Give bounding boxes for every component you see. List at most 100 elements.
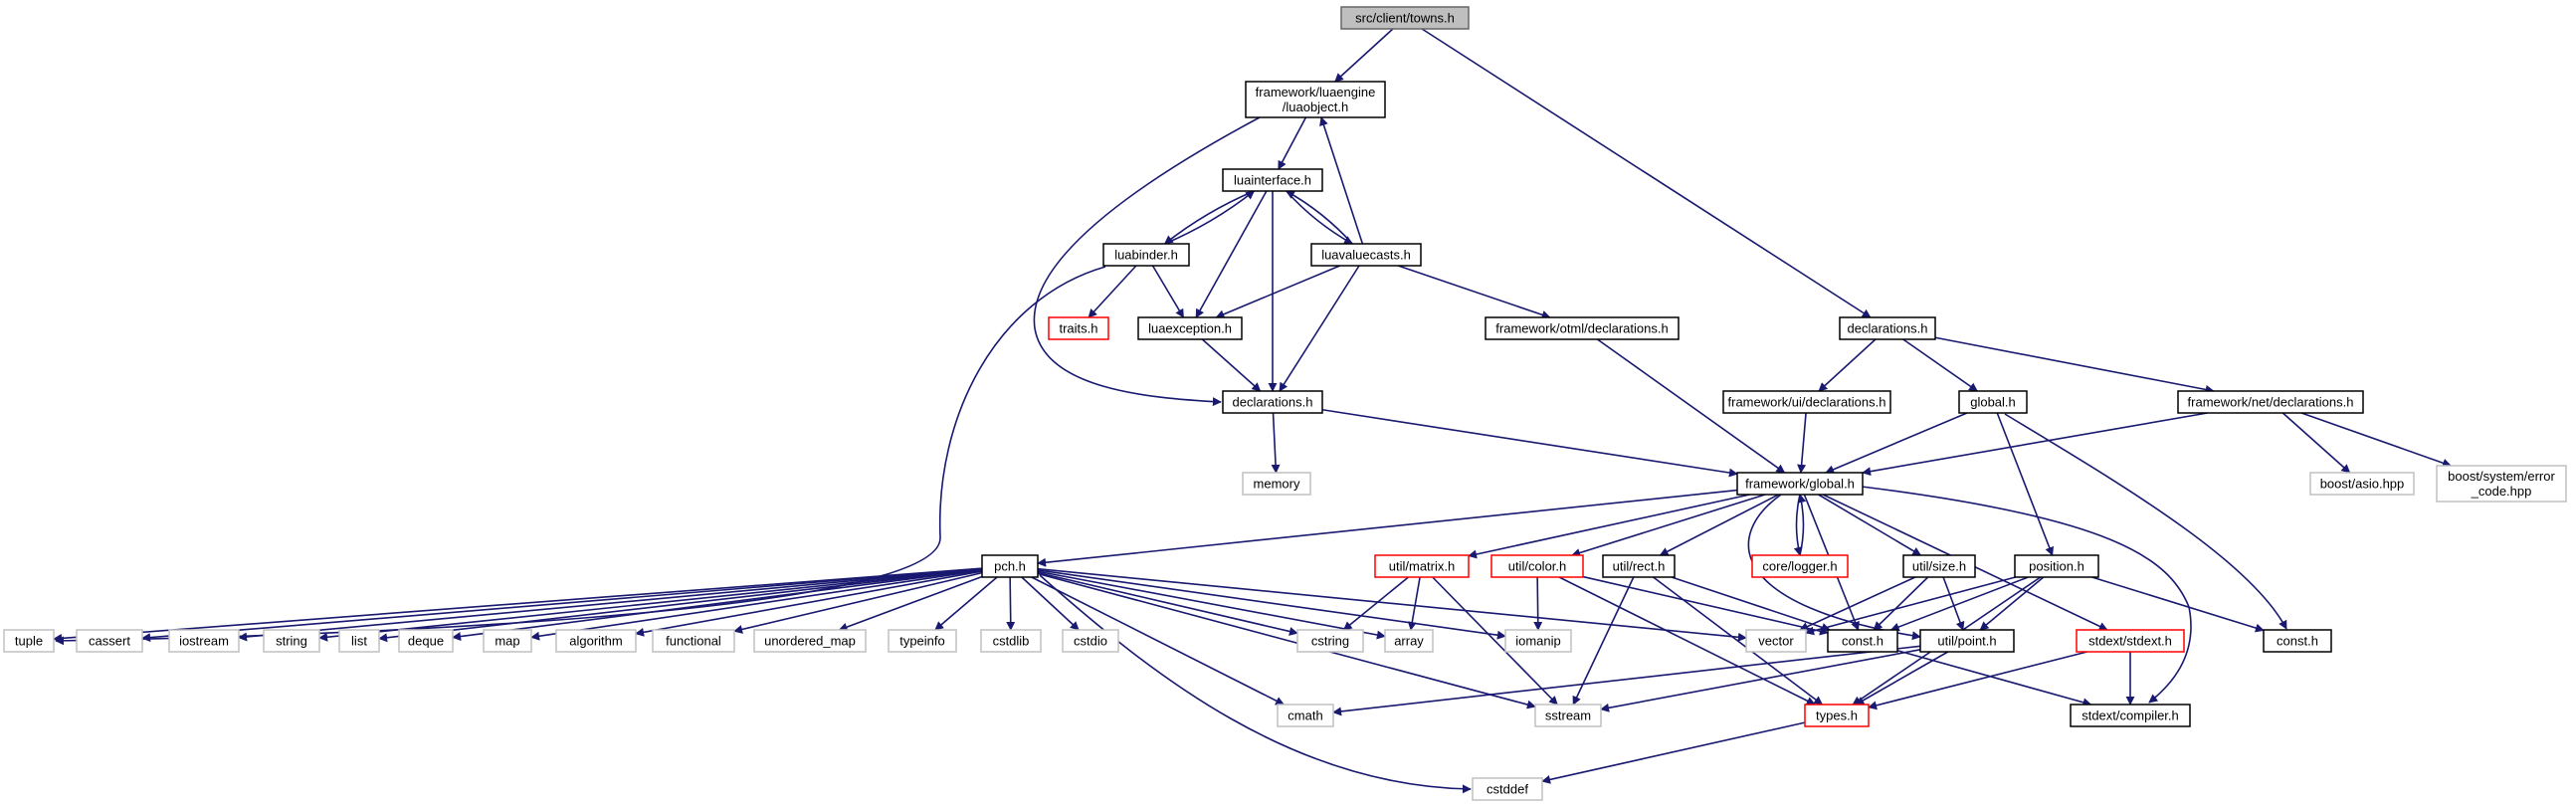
node-label: util/rect.h xyxy=(1613,559,1666,574)
edge-matrix-to-array xyxy=(1407,576,1421,631)
node-position[interactable]: position.h xyxy=(2014,554,2099,578)
node-point[interactable]: util/point.h xyxy=(1919,629,2015,653)
node-box xyxy=(1310,243,1422,267)
edge-position-to-const_client xyxy=(2091,576,2265,633)
edge-fw_global-to-compiler xyxy=(1861,486,2192,704)
edge-color-to-iomanip xyxy=(1533,576,1543,631)
node-luavaluecasts[interactable]: luavaluecasts.h xyxy=(1310,243,1422,267)
node-cassert[interactable]: cassert xyxy=(76,629,143,653)
node-global_client[interactable]: global.h xyxy=(1958,390,2028,414)
node-cstddef[interactable]: cstddef xyxy=(1472,777,1543,801)
node-luainterface[interactable]: luainterface.h xyxy=(1222,168,1323,192)
edge-global_client-to-const_client xyxy=(2004,413,2287,630)
node-net_decl[interactable]: framework/net/declarations.h xyxy=(2177,390,2364,414)
node-luaengine_decl[interactable]: declarations.h xyxy=(1222,390,1323,414)
edges-layer xyxy=(53,28,2452,794)
node-size[interactable]: util/size.h xyxy=(1902,554,1976,578)
node-memory[interactable]: memory xyxy=(1242,472,1311,496)
node-luaexception[interactable]: luaexception.h xyxy=(1137,316,1243,340)
node-cstdio[interactable]: cstdio xyxy=(1062,629,1119,653)
node-list[interactable]: list xyxy=(338,629,380,653)
node-tuple[interactable]: tuple xyxy=(3,629,55,653)
node-const_client[interactable]: const.h xyxy=(2263,629,2332,653)
node-cstdlib[interactable]: cstdlib xyxy=(980,629,1042,653)
node-unordered_map[interactable]: unordered_map xyxy=(753,629,867,653)
node-box xyxy=(2436,465,2567,503)
node-label: stdext/compiler.h xyxy=(2081,708,2179,723)
node-label: pch.h xyxy=(994,559,1026,574)
edge-pch-to-array xyxy=(1037,570,1386,640)
node-rect[interactable]: util/rect.h xyxy=(1602,554,1676,578)
node-algorithm[interactable]: algorithm xyxy=(555,629,637,653)
edge-point-to-cmath xyxy=(1332,645,1921,716)
node-vector[interactable]: vector xyxy=(1745,629,1807,653)
node-types[interactable]: types.h xyxy=(1804,704,1870,727)
node-pch[interactable]: pch.h xyxy=(981,554,1039,578)
node-label: boost/system/error xyxy=(2448,469,2555,484)
node-const_fw[interactable]: const.h xyxy=(1827,629,1898,653)
node-label: typeinfo xyxy=(899,634,945,649)
edge-stdext-to-types xyxy=(1868,651,2087,710)
node-cstring[interactable]: cstring xyxy=(1296,629,1364,653)
node-box xyxy=(753,629,867,653)
node-box xyxy=(483,629,532,653)
node-boost_error[interactable]: boost/system/error_code.hpp xyxy=(2436,465,2567,503)
node-logger[interactable]: core/logger.h xyxy=(1751,554,1849,578)
node-label: tuple xyxy=(15,634,43,649)
node-box xyxy=(1485,316,1680,340)
node-box xyxy=(1722,390,1891,414)
edge-global_client-to-fw_global xyxy=(1825,412,1968,474)
node-label: framework/otml/declarations.h xyxy=(1495,321,1668,336)
node-label: array xyxy=(1394,634,1424,649)
node-stdext[interactable]: stdext/stdext.h xyxy=(2076,629,2185,653)
node-box xyxy=(555,629,637,653)
node-label: iomanip xyxy=(1515,634,1561,649)
node-string[interactable]: string xyxy=(263,629,320,653)
node-box xyxy=(2014,554,2099,578)
edge-pch-to-cstring xyxy=(1037,571,1298,636)
node-typeinfo[interactable]: typeinfo xyxy=(888,629,957,653)
node-map[interactable]: map xyxy=(483,629,532,653)
node-deque[interactable]: deque xyxy=(398,629,454,653)
node-luaobject[interactable]: framework/luaengine/luaobject.h xyxy=(1245,81,1386,118)
edge-net_decl-to-fw_global xyxy=(1862,412,2208,477)
node-iostream[interactable]: iostream xyxy=(168,629,240,653)
node-box xyxy=(1062,629,1119,653)
edge-fw_global-to-logger xyxy=(1793,494,1803,556)
node-towns[interactable]: src/client/towns.h xyxy=(1340,6,1470,30)
node-label: cstdio xyxy=(1074,634,1107,649)
node-label: framework/ui/declarations.h xyxy=(1728,395,1886,410)
node-label: declarations.h xyxy=(1233,395,1313,410)
edge-pch-to-cstdio xyxy=(1021,576,1080,631)
edge-fw_global-to-rect xyxy=(1659,494,1779,556)
node-functional[interactable]: functional xyxy=(652,629,735,653)
node-otml_decl[interactable]: framework/otml/declarations.h xyxy=(1485,316,1680,340)
node-label: map xyxy=(495,634,519,649)
edge-pch-to-functional xyxy=(733,571,983,634)
node-cmath[interactable]: cmath xyxy=(1277,704,1334,727)
node-traits[interactable]: traits.h xyxy=(1048,316,1109,340)
node-sstream[interactable]: sstream xyxy=(1534,704,1602,727)
edge-matrix-to-sstream xyxy=(1432,576,1558,706)
node-label: /luaobject.h xyxy=(1283,100,1349,114)
edge-logger-to-fw_global xyxy=(1797,494,1807,556)
edge-position-to-point xyxy=(1979,576,2045,631)
node-color[interactable]: util/color.h xyxy=(1490,554,1584,578)
node-label: types.h xyxy=(1816,708,1858,723)
node-label: const.h xyxy=(1842,634,1883,649)
node-fw_global[interactable]: framework/global.h xyxy=(1736,472,1864,496)
edge-fw_global-to-pch xyxy=(1037,489,1738,567)
edge-luaexception-to-luaengine_decl xyxy=(1201,338,1262,392)
node-box xyxy=(168,629,240,653)
node-luabinder[interactable]: luabinder.h xyxy=(1102,243,1190,267)
edge-point-to-sstream xyxy=(1600,649,1921,712)
node-array[interactable]: array xyxy=(1384,629,1434,653)
node-compiler[interactable]: stdext/compiler.h xyxy=(2070,704,2191,727)
node-box xyxy=(1958,390,2028,414)
node-matrix[interactable]: util/matrix.h xyxy=(1374,554,1470,578)
node-boost_asio[interactable]: boost/asio.hpp xyxy=(2309,472,2415,496)
node-iomanip[interactable]: iomanip xyxy=(1504,629,1572,653)
node-declarations_client[interactable]: declarations.h xyxy=(1839,316,1936,340)
node-box xyxy=(1751,554,1849,578)
node-ui_decl[interactable]: framework/ui/declarations.h xyxy=(1722,390,1891,414)
